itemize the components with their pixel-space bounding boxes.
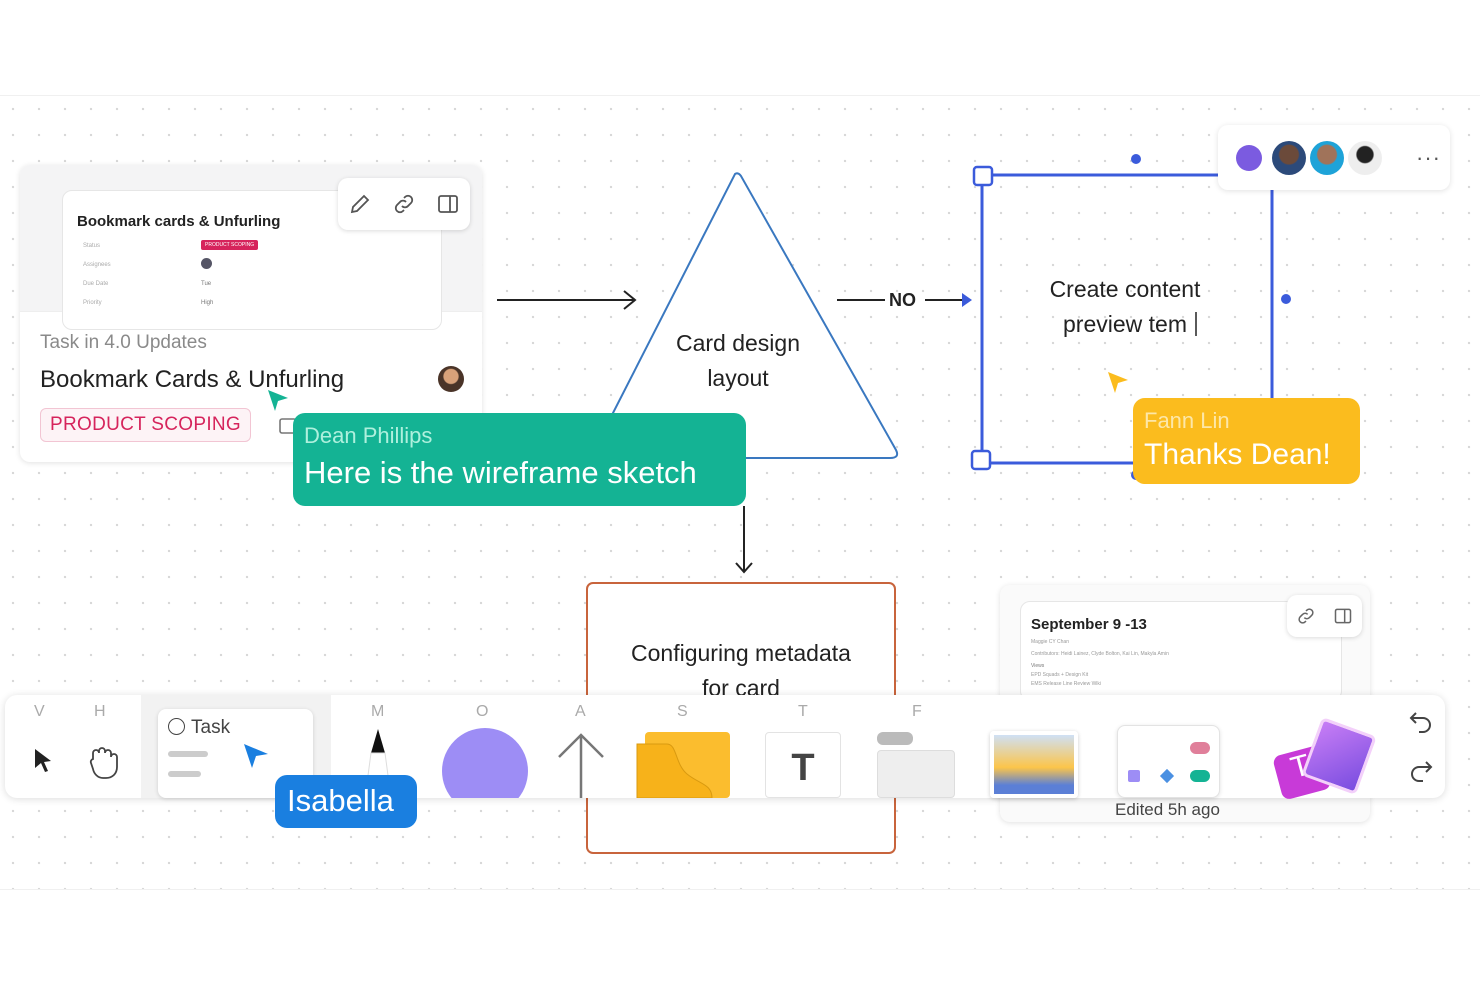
no-label: NO	[889, 290, 916, 310]
triangle-text-line: Card design	[675, 330, 801, 356]
comment-message: Thanks Dean!	[1144, 438, 1331, 471]
shortcut-label: H	[94, 703, 106, 720]
preview-due: Tue	[201, 281, 212, 287]
avatar[interactable]	[1310, 140, 1344, 175]
cursor-label-isabella: Isabella	[275, 775, 417, 828]
task-tool-label: Task	[191, 717, 231, 738]
comment-author: Fann Lin	[1144, 408, 1230, 433]
comment-author: Dean Phillips	[304, 423, 433, 448]
triangle-text-line: layout	[707, 365, 769, 391]
metadata-text-line: Configuring metadata	[631, 640, 851, 666]
comment-message: Here is the wireframe sketch	[304, 455, 697, 490]
preview-status: PRODUCT SCOPING	[201, 240, 259, 250]
arrow-head	[623, 290, 637, 310]
shortcut-label: V	[34, 703, 45, 720]
avatar[interactable]	[1348, 140, 1382, 175]
chat-icon[interactable]	[1236, 144, 1262, 171]
panel-icon[interactable]	[436, 192, 460, 216]
doc-footer: Edited 5h ago	[1115, 800, 1220, 819]
assignee-avatar[interactable]	[438, 366, 464, 392]
cursor-icon	[244, 744, 268, 768]
doc-author: Maggie CY Chan	[1031, 639, 1069, 645]
template-tool-icon[interactable]	[1117, 725, 1220, 798]
cursor-icon	[268, 390, 288, 411]
doc-contributors: Contributors: Heidi Lainez, Clyde Bolton…	[1031, 651, 1169, 657]
comment-fann[interactable]: Fann Lin Thanks Dean!	[1133, 398, 1360, 484]
selected-text-line: Create content	[1049, 276, 1201, 302]
preview-row: Status	[83, 243, 101, 249]
cursor-icon	[1108, 372, 1128, 393]
preview-row: Assignees	[83, 262, 111, 268]
selected-text-line: preview tem	[1063, 311, 1187, 337]
doc-title: September 9 -13	[1031, 616, 1147, 633]
more-icon[interactable]: ···	[1416, 144, 1441, 170]
hand-tool-icon[interactable]	[83, 743, 123, 783]
link-icon[interactable]	[1296, 606, 1316, 626]
preview-card: Bookmark cards & Unfurling Status Assign…	[62, 190, 442, 330]
selected-shape[interactable]	[980, 173, 1274, 465]
preview-title: Bookmark cards & Unfurling	[77, 213, 281, 230]
check-circle-icon	[168, 718, 185, 735]
shortcut-label: O	[476, 703, 489, 720]
comment-dean[interactable]: Dean Phillips Here is the wireframe sket…	[293, 413, 746, 506]
arrow-tool-icon[interactable]	[555, 731, 607, 798]
shortcut-label: T	[798, 703, 808, 720]
undo-icon[interactable]	[1408, 709, 1434, 735]
preview-row: Due Date	[83, 281, 109, 287]
preview-avatar	[201, 258, 212, 269]
shortcut-label: S	[677, 703, 688, 720]
redo-icon[interactable]	[1408, 758, 1434, 784]
text-tool-icon[interactable]: T	[765, 732, 841, 798]
doc-view: EMS Release Line Review Wiki	[1031, 681, 1102, 687]
pencil-icon[interactable]	[348, 192, 372, 216]
avatar[interactable]	[1272, 140, 1306, 175]
resize-handle	[972, 165, 994, 187]
image-tool-icon[interactable]	[990, 731, 1078, 798]
preview-row: Priority	[83, 300, 102, 306]
card-actions	[338, 178, 470, 230]
frame-tool-tab	[877, 732, 913, 745]
shape-tool-icon[interactable]	[442, 728, 528, 798]
preview-priority: High	[201, 300, 214, 306]
connect-dot	[1131, 154, 1141, 164]
bottom-toolbar: V H M O A S T F Task T T	[5, 695, 1445, 801]
shortcut-label: A	[575, 703, 586, 720]
triangle-text: Card design layout	[620, 326, 856, 396]
sticky-note-tool-icon[interactable]	[635, 732, 730, 798]
doc-view: EPD Squads + Design Kit	[1031, 672, 1089, 678]
doc-views-label: Views	[1031, 663, 1045, 669]
resize-handle	[970, 449, 992, 471]
shortcut-label: F	[912, 703, 922, 720]
panel-icon[interactable]	[1333, 606, 1353, 626]
shortcut-label: M	[371, 703, 385, 720]
collaborators-panel: ···	[1218, 125, 1450, 190]
task-subtitle: Task in 4.0 Updates	[40, 332, 207, 353]
selected-text[interactable]: Create content preview tem	[990, 272, 1260, 342]
task-preview: Bookmark cards & Unfurling Status Assign…	[20, 165, 482, 330]
connect-dot	[1281, 294, 1291, 304]
arrow-head	[962, 293, 972, 307]
arrow-head	[735, 562, 753, 574]
link-icon[interactable]	[392, 192, 416, 216]
select-tool-icon[interactable]	[31, 747, 57, 777]
task-title[interactable]: Bookmark Cards & Unfurling	[40, 366, 345, 393]
task-card[interactable]: Bookmark cards & Unfurling Status Assign…	[20, 165, 482, 462]
doc-actions	[1287, 595, 1362, 637]
frame-tool-icon[interactable]	[877, 750, 955, 798]
triangle-shape[interactable]	[588, 172, 899, 459]
status-tag[interactable]: PRODUCT SCOPING	[40, 408, 252, 442]
